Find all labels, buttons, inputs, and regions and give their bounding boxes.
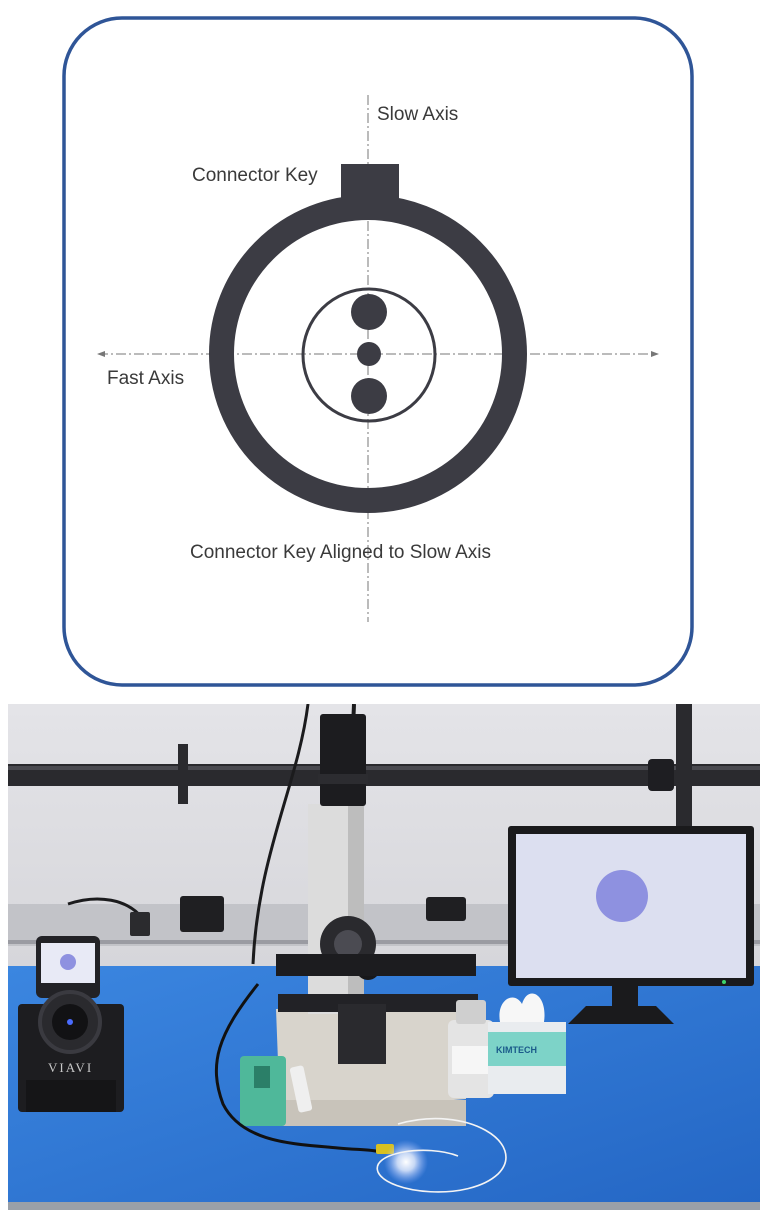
diagram-canvas: Slow Axis Connector Key Fast Axis Connec… <box>62 16 694 687</box>
monitor-fiber-end-face <box>596 870 648 922</box>
monitor-neck <box>612 986 638 1006</box>
tissue-box-band <box>488 1032 566 1066</box>
stress-rod-bottom <box>351 378 387 414</box>
rail-highlight <box>8 766 760 770</box>
rail-upright-right <box>676 704 692 834</box>
connector-key <box>341 164 399 210</box>
photo-canvas: VIAVI <box>8 704 760 1210</box>
monitor-stand <box>568 1006 674 1024</box>
pm-connector-diagram: Slow Axis Connector Key Fast Axis Connec… <box>62 16 694 687</box>
fast-axis-left-arrow <box>97 351 105 357</box>
rail-upright-left <box>178 744 188 804</box>
shelf-edge <box>8 940 760 944</box>
tissue-sheet <box>499 993 545 1022</box>
fiber-cladding <box>301 287 437 423</box>
scope-indicator-led <box>67 1019 73 1025</box>
monitor <box>508 826 754 1024</box>
stress-rod-top <box>351 294 387 330</box>
microscope-stage <box>276 954 476 976</box>
power-adapter-2 <box>130 912 150 936</box>
microscope-station <box>240 714 478 1126</box>
stage-rail <box>278 994 478 1012</box>
fiber-light-glow <box>384 1140 428 1184</box>
rail-clamp-right <box>648 759 674 791</box>
focus-knob-inner <box>334 930 362 958</box>
fast-axis-label: Fast Axis <box>107 368 184 389</box>
desk-edge <box>8 1202 760 1210</box>
fiber-patch-cord <box>215 983 381 1154</box>
monitor-power-led <box>722 980 726 984</box>
camera-head <box>320 714 366 806</box>
green-adapter <box>240 1056 286 1126</box>
fast-axis-right-arrow <box>651 351 659 357</box>
cleaning-supplies: KIMTECH <box>448 993 566 1098</box>
scope-screen-fiber-spot <box>60 954 76 970</box>
tissue-box-label: KIMTECH <box>496 1045 537 1055</box>
cable-1 <box>251 704 310 965</box>
viavi-handheld-scope: VIAVI <box>18 936 124 1112</box>
scope-stand <box>26 1080 116 1112</box>
cleaning-pen <box>289 1065 313 1113</box>
white-fiber-loop <box>376 1117 507 1193</box>
diagram-caption: Connector Key Aligned to Slow Axis <box>190 542 491 563</box>
slow-axis-label: Slow Axis <box>377 104 458 125</box>
column-shadow <box>348 804 364 1014</box>
camera-head-band <box>318 774 368 784</box>
fiber-core <box>357 342 381 366</box>
power-adapter-1 <box>180 896 224 932</box>
green-adapter-slot <box>254 1066 270 1088</box>
inspection-bench-photo: VIAVI <box>8 704 760 1210</box>
stage-block <box>338 1004 386 1064</box>
connector-key-label: Connector Key <box>192 165 318 186</box>
scope-brand-label: VIAVI <box>48 1060 93 1075</box>
solvent-bottle-label <box>452 1046 490 1074</box>
power-adapter-3 <box>426 897 466 921</box>
solvent-bottle-cap <box>456 1000 486 1024</box>
